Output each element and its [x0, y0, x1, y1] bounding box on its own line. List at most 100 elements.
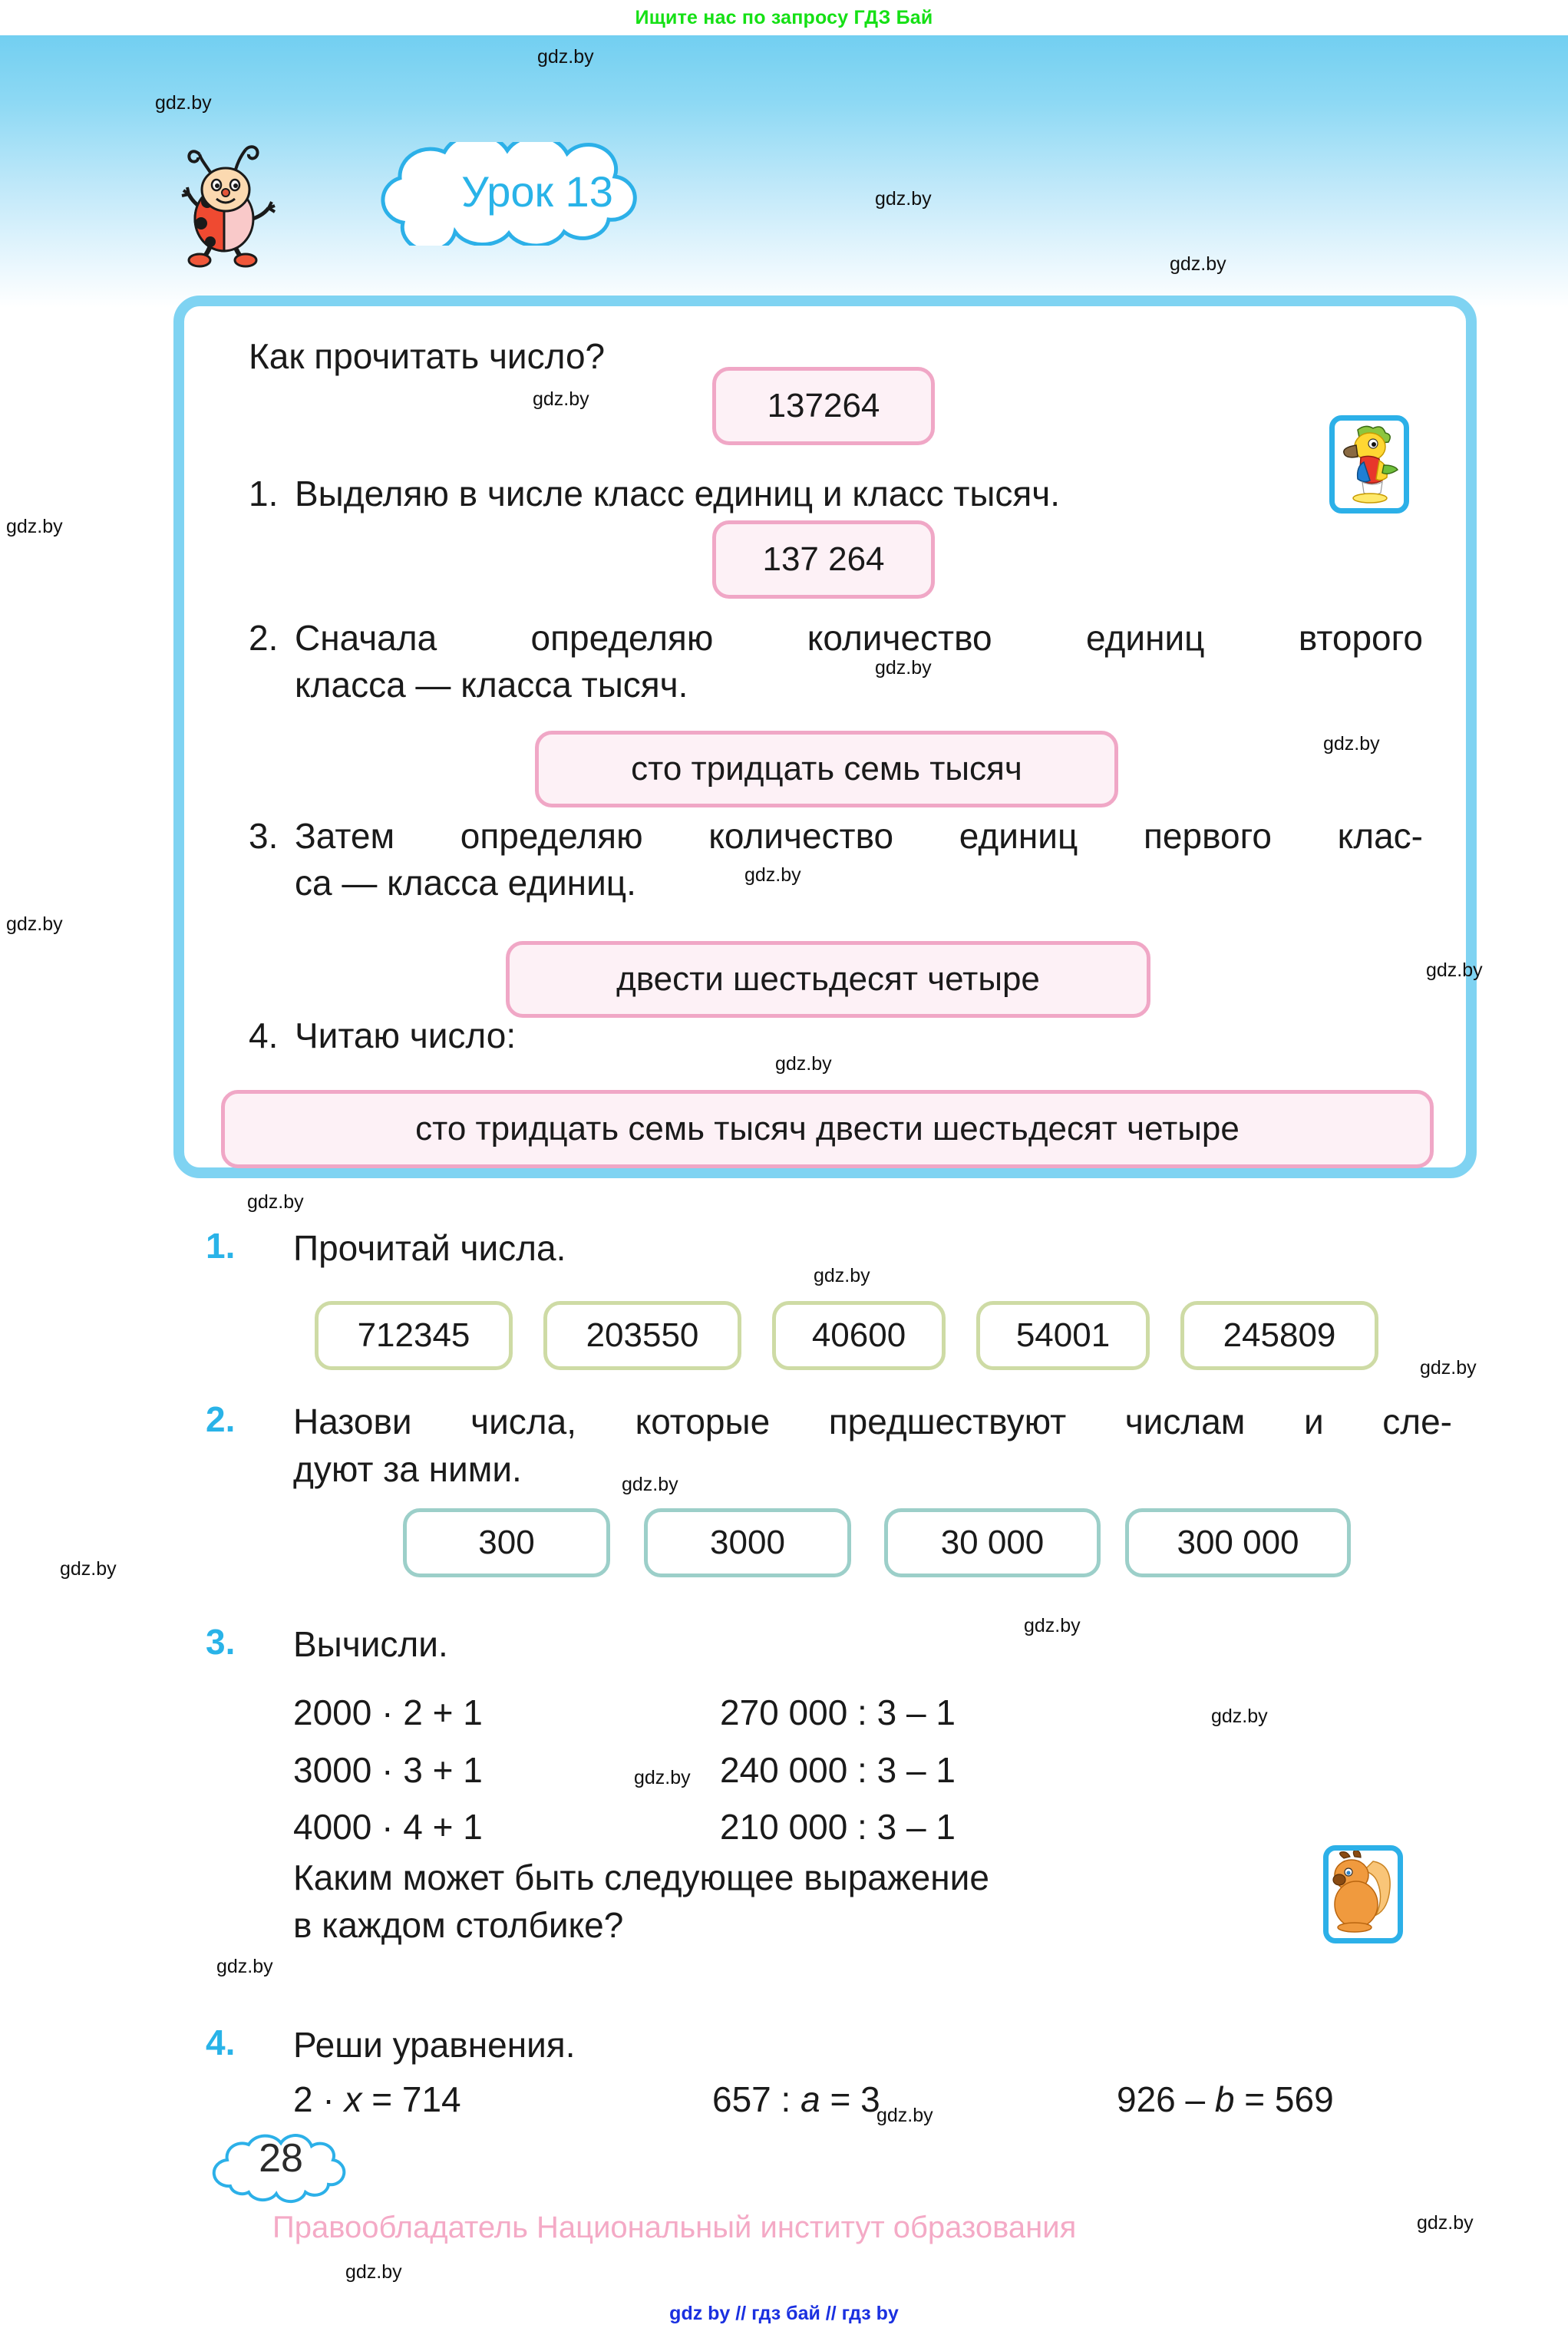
- calc-right-row-0: 270 000 : 3 – 1: [720, 1692, 956, 1732]
- equation-2-left: 926 –: [1117, 2079, 1215, 2119]
- rule-step-4-text: Читаю число:: [295, 1015, 517, 1055]
- rule-step-1-text: Выделяю в числе класс единиц и класс тыс…: [295, 474, 1061, 514]
- watermark: gdz.by: [1426, 959, 1483, 981]
- page-number-cloud: 28: [204, 2112, 358, 2208]
- ladybug-icon: [178, 134, 278, 269]
- rule-step-3-number: 3.: [249, 816, 279, 856]
- calc-right-row-1: 240 000 : 3 – 1: [720, 1749, 956, 1790]
- rule-step-1-number: 1.: [249, 474, 279, 514]
- watermark: gdz.by: [1417, 2212, 1474, 2234]
- exercise-2-prompt: Назови числа, которые предшествуют числа…: [293, 1399, 1452, 1493]
- rule-step-2: 2. Сначала определяю количество единиц вт…: [249, 615, 1423, 708]
- exercise-2-chip-3: 300 000: [1125, 1508, 1351, 1577]
- calc-left-row-2: 4000 · 4 + 1: [293, 1807, 483, 1848]
- equation-1-right: = 3: [820, 2079, 880, 2119]
- exercise-3-question-line1: Каким может быть следующее выражение: [293, 1858, 989, 1897]
- thousands-words-chip: сто тридцать семь тысяч: [535, 731, 1118, 807]
- exercise-3-column-right: 270 000 : 3 – 1 240 000 : 3 – 1 210 000 …: [720, 1684, 956, 1856]
- watermark: gdz.by: [875, 657, 932, 679]
- exercise-1-chip-0: 712345: [315, 1301, 513, 1370]
- watermark: gdz.by: [6, 913, 63, 935]
- watermark: gdz.by: [6, 516, 63, 537]
- watermark: gdz.by: [345, 2261, 402, 2283]
- calc-left-row-0: 2000 · 2 + 1: [293, 1692, 483, 1732]
- watermark: gdz.by: [533, 388, 589, 410]
- exercise-1-chip-3: 54001: [976, 1301, 1150, 1370]
- watermark: gdz.by: [216, 1956, 273, 1977]
- lesson-title-cloud: Урок 13: [349, 132, 725, 253]
- watermark: gdz.by: [634, 1767, 691, 1788]
- exercise-4-equation-0: 2 · x = 714: [293, 2079, 461, 2120]
- watermark: gdz.by: [247, 1191, 304, 1213]
- watermark: gdz.by: [622, 1474, 678, 1495]
- rule-step-2-line2: класса — класса тысяч.: [295, 664, 688, 705]
- exercise-2-prompt-line1: Назови числа, которые предшествуют числа…: [293, 1402, 1452, 1441]
- exercise-3-prompt: Вычисли.: [293, 1624, 448, 1664]
- rule-title: Как прочитать число?: [249, 336, 606, 376]
- page-number: 28: [259, 2135, 303, 2181]
- rule-step-3-line2: са — класса единиц.: [295, 862, 636, 903]
- exercise-3-question-line2: в каждом столбике?: [293, 1904, 624, 1945]
- exercise-1-prompt: Прочитай числа.: [293, 1228, 566, 1268]
- promo-banner: Ищите нас по запросу ГДЗ Бай: [0, 0, 1568, 35]
- exercise-4-prompt: Реши уравнения.: [293, 2025, 576, 2065]
- parrot-icon: [1329, 415, 1409, 514]
- watermark: gdz.by: [875, 188, 932, 210]
- sky-gradient-background: [0, 35, 1568, 308]
- exercise-4-equation-1: 657 : a = 3: [712, 2079, 880, 2120]
- exercise-2-prompt-line2: дуют за ними.: [293, 1448, 522, 1489]
- exercise-1-chip-4: 245809: [1180, 1301, 1378, 1370]
- exercise-3-question: Каким может быть следующее выражение в к…: [293, 1854, 989, 1949]
- rule-step-1: 1. Выделяю в числе класс единиц и класс т…: [249, 471, 1423, 517]
- watermark: gdz.by: [1024, 1615, 1081, 1636]
- exercise-4-equation-2: 926 – b = 569: [1117, 2079, 1334, 2120]
- watermark: gdz.by: [1420, 1357, 1477, 1379]
- rule-step-2-number: 2.: [249, 618, 279, 658]
- calc-left-row-1: 3000 · 3 + 1: [293, 1749, 483, 1790]
- rule-step-3: 3.Затем определяю количество единиц перв…: [249, 813, 1423, 906]
- equation-2-right: = 569: [1234, 2079, 1334, 2119]
- watermark: gdz.by: [1323, 733, 1380, 755]
- full-number-words-chip: сто тридцать семь тысяч двести шестьдеся…: [221, 1090, 1434, 1168]
- equation-1-left: 657 :: [712, 2079, 801, 2119]
- rule-step-4: 4. Читаю число:: [249, 1012, 1423, 1059]
- watermark: gdz.by: [775, 1053, 832, 1075]
- units-words-chip: двести шестьдесят четыре: [506, 941, 1150, 1018]
- equation-0-right: = 714: [361, 2079, 461, 2119]
- watermark: gdz.by: [155, 92, 212, 114]
- equation-1-variable: a: [801, 2079, 820, 2119]
- exercise-2-number: 2.: [206, 1399, 236, 1439]
- watermark: gdz.by: [1170, 253, 1226, 275]
- exercise-2-chip-1: 3000: [644, 1508, 851, 1577]
- watermark: gdz.by: [814, 1265, 870, 1286]
- copyright-notice: Правообладатель Национальный институт об…: [272, 2211, 1077, 2244]
- cloud-shape-icon: [381, 132, 637, 253]
- watermark: gdz.by: [60, 1558, 117, 1580]
- exercise-3-column-left: 2000 · 2 + 1 3000 · 3 + 1 4000 · 4 + 1: [293, 1684, 483, 1856]
- watermark: gdz.by: [537, 46, 594, 68]
- watermark: gdz.by: [876, 2105, 933, 2126]
- cloud-shape-icon: [212, 2134, 346, 2204]
- squirrel-icon: [1323, 1845, 1403, 1943]
- watermark: gdz.by: [1211, 1706, 1268, 1727]
- number-chip-plain: 137264: [712, 367, 935, 445]
- rule-step-4-number: 4.: [249, 1015, 279, 1055]
- exercise-1-chip-1: 203550: [543, 1301, 741, 1370]
- rule-step-2-line1: Сначала определяю количество единиц втор…: [295, 618, 1423, 658]
- equation-2-variable: b: [1214, 2079, 1235, 2119]
- promo-banner-text: Ищите нас по запросу ГДЗ Бай: [635, 6, 933, 28]
- lesson-title-label: Урок 13: [461, 167, 613, 216]
- exercise-2-chip-0: 300: [403, 1508, 610, 1577]
- calc-right-row-2: 210 000 : 3 – 1: [720, 1807, 956, 1848]
- equation-0-left: 2 ·: [293, 2079, 345, 2119]
- exercise-1-number: 1.: [206, 1226, 236, 1266]
- exercise-4-number: 4.: [206, 2023, 236, 2062]
- exercise-3-number: 3.: [206, 1622, 236, 1662]
- number-chip-spaced: 137 264: [712, 520, 935, 599]
- exercise-2-chip-2: 30 000: [884, 1508, 1101, 1577]
- exercise-1-chip-2: 40600: [772, 1301, 946, 1370]
- footer-links[interactable]: gdz by // гдз бай // гдз by: [669, 2303, 899, 2324]
- watermark: gdz.by: [744, 864, 801, 886]
- equation-0-variable: x: [344, 2079, 362, 2119]
